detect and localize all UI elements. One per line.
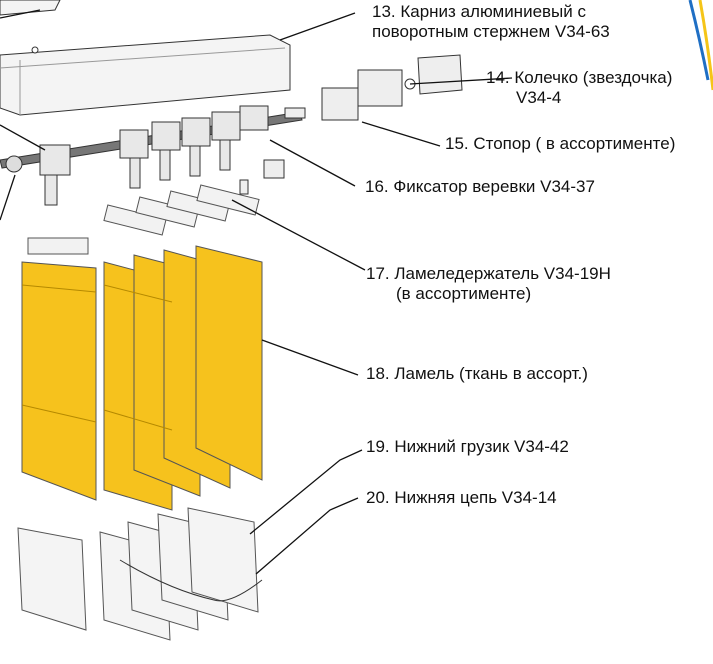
callout-18: 18. Ламель (ткань в ассорт.) bbox=[366, 364, 588, 384]
callout-20-line-1: 20. Нижняя цепь V34-14 bbox=[366, 488, 557, 507]
headrail bbox=[0, 0, 291, 116]
callout-14: 14. Колечко (звездочка) V34-4 bbox=[486, 68, 672, 108]
callout-19: 19. Нижний грузик V34-42 bbox=[366, 437, 569, 457]
rod-and-carriers bbox=[0, 105, 303, 206]
callout-13: 13. Карниз алюминиевый с поворотным стер… bbox=[372, 2, 610, 42]
callout-13-line-1: 13. Карниз алюминиевый с bbox=[372, 2, 586, 21]
callout-13-line-2: поворотным стержнем V34-63 bbox=[372, 22, 610, 41]
callout-14-line-2: V34-4 bbox=[516, 88, 562, 107]
callout-19-line-1: 19. Нижний грузик V34-42 bbox=[366, 437, 569, 456]
callout-15-line-1: 15. Стопор ( в ассортименте) bbox=[445, 134, 676, 153]
callout-17-line-2: (в ассортименте) bbox=[396, 284, 532, 303]
callout-16-line-1: 16. Фиксатор веревки V34-37 bbox=[365, 177, 595, 196]
callout-14-line-1: 14. Колечко (звездочка) bbox=[486, 68, 673, 87]
leader-lines bbox=[0, 9, 513, 575]
callout-18-line-1: 18. Ламель (ткань в ассорт.) bbox=[366, 364, 588, 383]
bottom-weights-chain bbox=[17, 507, 263, 641]
callout-17-line-1: 17. Ламеледержатель V34-19H bbox=[366, 264, 611, 283]
corner-stripe-blue bbox=[688, 0, 710, 81]
callout-17: 17. Ламеледержатель V34-19H (в ассортиме… bbox=[366, 264, 611, 304]
callout-15: 15. Стопор ( в ассортименте) bbox=[445, 134, 675, 154]
callout-20: 20. Нижняя цепь V34-14 bbox=[366, 488, 557, 508]
callout-16: 16. Фиксатор веревки V34-37 bbox=[365, 177, 595, 197]
slats bbox=[21, 245, 263, 511]
slat-holders bbox=[27, 184, 260, 255]
corner-stripe-yellow bbox=[698, 0, 713, 91]
end-parts bbox=[239, 54, 463, 195]
